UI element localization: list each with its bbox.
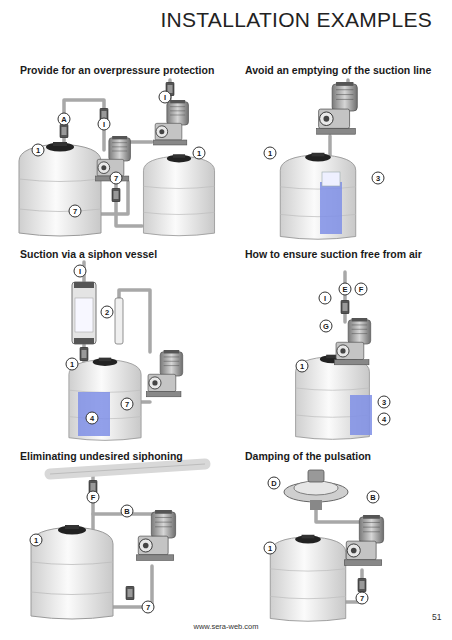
callout-number: A — [58, 113, 71, 126]
callout-number: 7 — [110, 172, 123, 185]
illustration-part — [80, 347, 88, 361]
pulsation-damper — [284, 470, 348, 510]
callout-number: 2 — [101, 306, 114, 319]
illustration-part — [136, 510, 175, 560]
page-number: 51 — [432, 612, 441, 622]
illustration-part — [270, 535, 345, 621]
pipe-group — [60, 80, 362, 607]
callout-number: 7 — [121, 398, 134, 411]
illustration-part — [146, 350, 182, 397]
illustration-part — [74, 282, 94, 288]
section-heading: Eliminating undesired siphoning — [20, 450, 183, 462]
section-heading: Avoid an emptying of the suction line — [245, 64, 431, 76]
illustration-part — [112, 188, 120, 202]
callout-number: 1 — [264, 542, 277, 555]
illustration-part — [334, 318, 370, 365]
siphon-vessel — [72, 282, 123, 344]
callout-number: 4 — [86, 412, 99, 425]
illustration-part — [31, 525, 113, 619]
callout-number: 1 — [193, 147, 206, 160]
illustration-part — [69, 358, 141, 441]
tank-group — [19, 142, 369, 621]
callout-number: I — [319, 292, 332, 305]
illustration-part — [75, 298, 93, 332]
illustration-part — [115, 298, 123, 344]
illustration-part — [60, 124, 68, 138]
illustration-part — [322, 172, 340, 186]
callout-number: F — [87, 491, 100, 504]
illustration-part — [316, 508, 362, 522]
callout-number: 7 — [356, 592, 369, 605]
callout-number: 4 — [378, 413, 391, 426]
callout-number: 3 — [378, 396, 391, 409]
valve-group — [60, 82, 366, 600]
pump-group — [96, 82, 384, 565]
illustration-part — [280, 153, 355, 239]
callout-number: 7 — [142, 601, 155, 614]
illustration-part — [74, 338, 94, 344]
callout-number: B — [367, 491, 380, 504]
callout-number: 1 — [296, 360, 309, 373]
illustration-part — [126, 586, 134, 600]
illustration-part — [119, 290, 150, 352]
callout-number: I — [98, 118, 111, 131]
illustration-part — [358, 578, 366, 592]
illustration-part — [350, 395, 372, 435]
callout-number: 1 — [30, 534, 43, 547]
section-heading: How to ensure suction free from air — [245, 248, 422, 260]
illustration-part — [143, 154, 214, 235]
illustration-part — [341, 300, 349, 314]
illustration-part — [19, 142, 101, 236]
callout-number: D — [268, 477, 281, 490]
illustration-part — [310, 500, 322, 510]
section-heading: Damping of the pulsation — [245, 450, 371, 462]
callout-number: B — [121, 505, 134, 518]
section-heading: Suction via a siphon vessel — [20, 248, 157, 260]
callout-number: 1 — [264, 147, 277, 160]
main-pipe-edge — [50, 464, 205, 474]
callout-number: 1 — [32, 144, 45, 157]
section-heading: Provide for an overpressure protection — [20, 64, 214, 76]
callout-number: I — [74, 265, 87, 278]
footer-url: www.sera-web.com — [193, 622, 258, 631]
illustration-part — [154, 100, 189, 145]
callout-number: 3 — [372, 172, 385, 185]
callout-number: 7 — [69, 205, 82, 218]
illustration-part — [317, 82, 358, 134]
callout-number: F — [355, 283, 368, 296]
illustration-part — [294, 481, 338, 495]
main-pipe — [50, 464, 205, 474]
liquid-group — [78, 172, 372, 436]
illustration-part — [78, 392, 110, 436]
callout-number: I — [159, 91, 172, 104]
callout-number: E — [339, 283, 352, 296]
illustration-part — [72, 282, 96, 344]
illustration-part — [344, 515, 383, 565]
illustration-part — [308, 470, 324, 482]
illustration-part — [284, 482, 348, 502]
illustration-part — [320, 182, 342, 234]
callout-number: G — [320, 320, 333, 333]
callout-number: 1 — [66, 358, 79, 371]
illustration-part — [343, 272, 347, 322]
page-title: INSTALLATION EXAMPLES — [160, 8, 432, 32]
